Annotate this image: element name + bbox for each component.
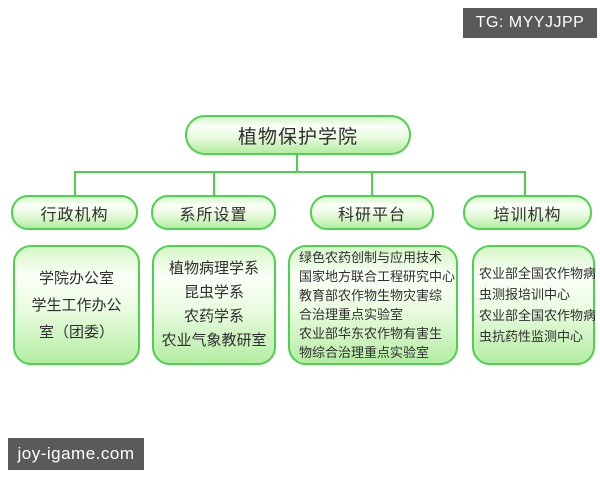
org-item-line: 虫抗药性监测中心 — [479, 329, 584, 344]
connector-drop-branch-2 — [213, 171, 215, 196]
org-node-departments-items: 植物病理学系 昆虫学系 农药学系 农业气象教研室 — [152, 245, 276, 365]
org-node-branch-admin: 行政机构 — [11, 195, 138, 230]
branch-admin-label: 行政机构 — [40, 206, 109, 224]
org-item-line: 学院办公室 — [38, 269, 114, 287]
org-item-line: 农业部全国农作物病 — [479, 266, 597, 281]
org-item-line: 虫测报培训中心 — [479, 287, 571, 302]
connector-drop-branch-3 — [371, 171, 373, 196]
branch-research-label: 科研平台 — [337, 206, 406, 224]
org-item-line: 植物病理学系 — [168, 260, 259, 277]
org-item-line: 教育部农作物生物灾害综 — [299, 288, 443, 303]
connector-horizontal-rail — [74, 171, 526, 173]
org-node-root: 植物保护学院 — [185, 115, 411, 155]
org-item-line: 物综合治理重点实验室 — [299, 345, 430, 360]
org-node-root-label: 植物保护学院 — [237, 126, 358, 148]
branch-training-label: 培训机构 — [493, 206, 562, 224]
watermark-top-right: TG: MYYJJPP — [463, 8, 597, 38]
connector-root-stub — [296, 155, 298, 172]
watermark-bottom-left-text: joy-igame.com — [17, 444, 135, 463]
org-item-line: 国家地方联合工程研究中心 — [299, 269, 456, 284]
org-item-line: 绿色农药创制与应用技术 — [299, 250, 443, 265]
org-node-research-items: 绿色农药创制与应用技术 国家地方联合工程研究中心 教育部农作物生物灾害综 合治理… — [288, 245, 458, 365]
watermark-bottom-left: joy-igame.com — [8, 438, 144, 470]
org-item-line: 学生工作办公 — [31, 296, 122, 314]
org-node-branch-training: 培训机构 — [463, 195, 592, 230]
connector-drop-branch-1 — [74, 171, 76, 196]
org-node-training-items: 农业部全国农作物病 虫测报培训中心 农业部全国农作物病 虫抗药性监测中心 — [472, 245, 597, 365]
watermark-top-right-text: TG: MYYJJPP — [475, 14, 585, 31]
org-node-branch-research: 科研平台 — [310, 195, 434, 230]
org-node-admin-items: 学院办公室 学生工作办公 室（团委） — [13, 245, 140, 365]
org-item-line: 室（团委） — [38, 323, 114, 341]
branch-departments-label: 系所设置 — [179, 206, 248, 224]
org-item-line: 合治理重点实验室 — [299, 307, 404, 322]
org-item-line: 农业部华东农作物有害生 — [299, 326, 443, 341]
org-item-line: 农业部全国农作物病 — [479, 308, 597, 323]
org-item-line: 农业气象教研室 — [161, 332, 267, 349]
org-item-line: 农药学系 — [183, 308, 244, 325]
org-item-line: 昆虫学系 — [183, 284, 244, 301]
connector-drop-branch-4 — [524, 171, 526, 196]
org-node-branch-departments: 系所设置 — [151, 195, 276, 230]
